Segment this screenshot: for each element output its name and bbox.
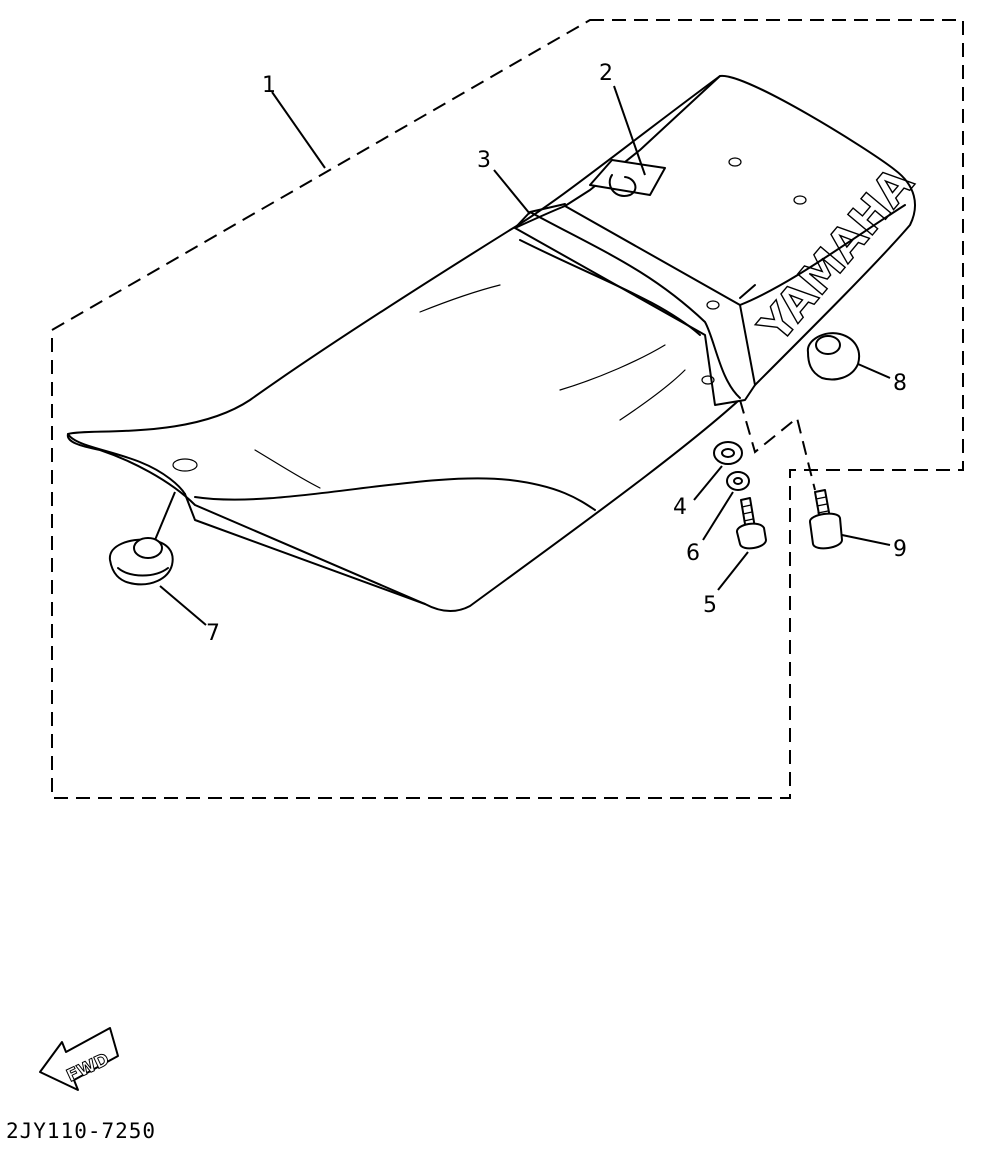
lock-washer xyxy=(726,471,750,491)
callout-6: 6 xyxy=(686,541,700,566)
grommet-rear xyxy=(806,332,860,381)
forward-arrow: FWD xyxy=(39,1027,119,1091)
leader-7 xyxy=(159,585,207,626)
callout-4: 4 xyxy=(673,495,687,520)
leader-5 xyxy=(717,551,749,591)
leader-3 xyxy=(493,169,531,215)
callout-2: 2 xyxy=(599,61,613,86)
bolt xyxy=(736,497,767,550)
assembly-boundary xyxy=(51,19,964,799)
leader-4 xyxy=(693,465,723,501)
bolt-rear xyxy=(809,489,843,550)
callout-1: 1 xyxy=(262,73,276,98)
alignment-line xyxy=(739,399,816,491)
seat: YAMAHA xyxy=(66,74,924,612)
callout-8: 8 xyxy=(893,371,907,396)
grommet-front xyxy=(108,537,174,586)
callout-7: 7 xyxy=(206,621,220,646)
leader-8 xyxy=(857,363,891,379)
part-code: 2JY110-7250 xyxy=(6,1119,156,1143)
leader-7b xyxy=(154,491,176,541)
callout-3: 3 xyxy=(477,148,491,173)
washer xyxy=(713,441,743,465)
callout-9: 9 xyxy=(893,537,907,562)
leader-6 xyxy=(702,491,734,541)
callout-5: 5 xyxy=(703,593,717,618)
leader-1 xyxy=(271,91,326,169)
leader-9 xyxy=(841,534,891,546)
leader-2 xyxy=(613,85,646,176)
